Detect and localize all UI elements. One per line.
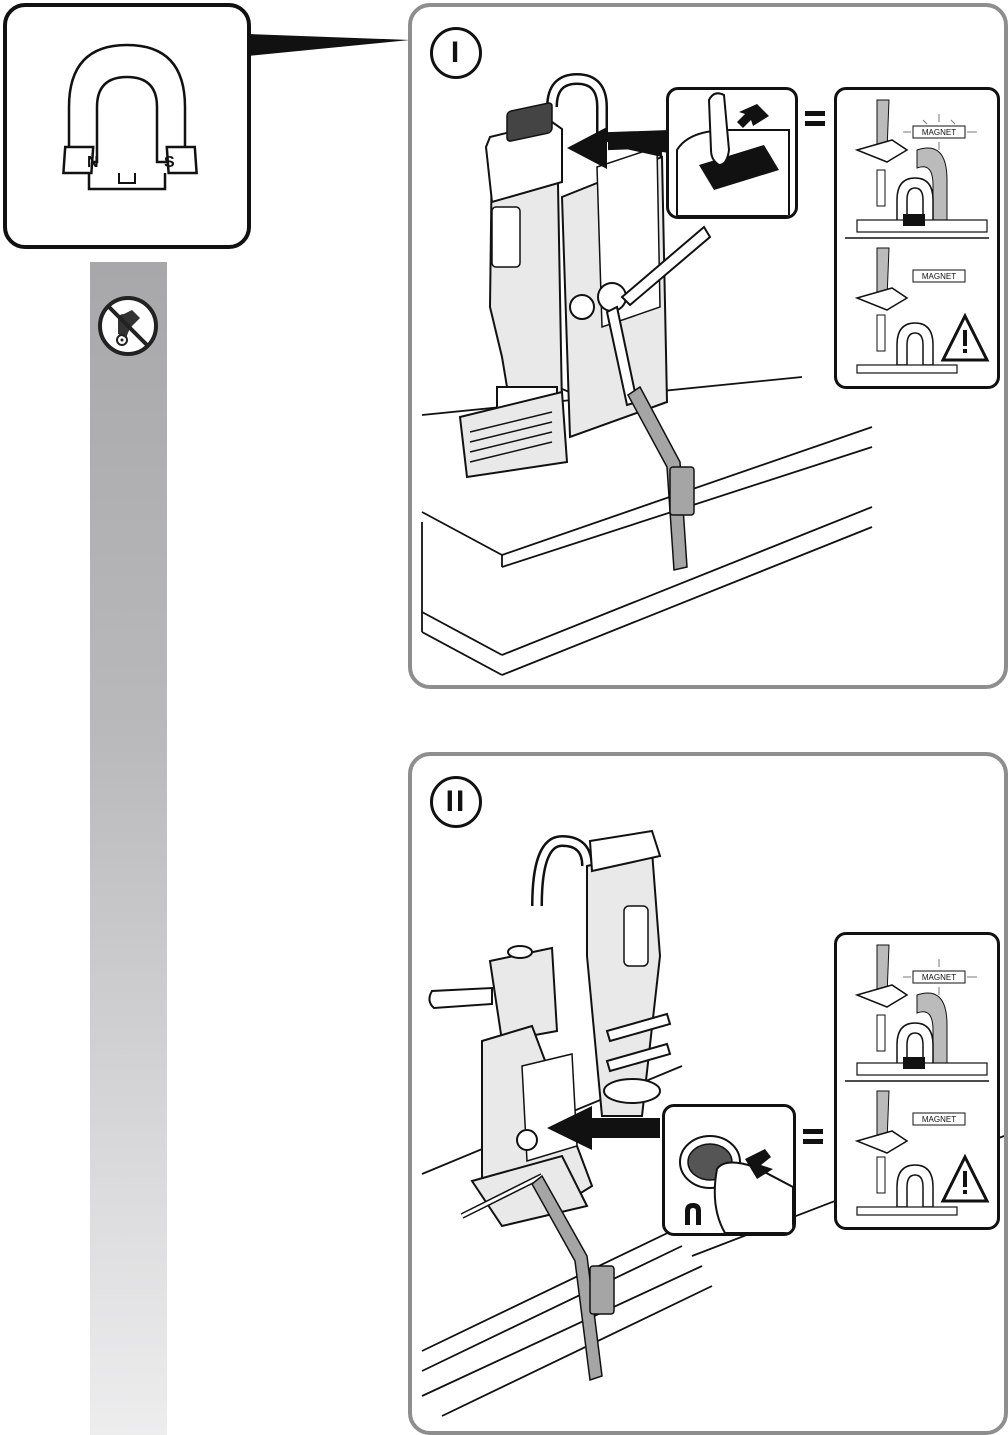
warning-triangle-icon [940, 312, 990, 362]
step-2-indicator-ok-drawing [854, 944, 988, 1076]
step-1-panel: I [408, 3, 1008, 689]
step-1-indicator-bottom-label: MAGNET [922, 272, 956, 281]
step-2-equals-sign [803, 1129, 823, 1145]
step-2-indicator-warning-drawing [854, 1090, 966, 1216]
no-hand-contact-icon [96, 294, 160, 358]
step-2-number: II [430, 776, 482, 828]
step-2-panel: II [408, 752, 1008, 1435]
step-2-indicator-top-label: MAGNET [922, 973, 956, 982]
sidebar-strip [90, 262, 167, 1435]
step-1-equals-sign [805, 111, 825, 127]
magnet-symbol-box: N S [3, 3, 251, 249]
warning-triangle-icon [940, 1153, 990, 1203]
step-1-drill-illustration [412, 7, 1004, 685]
south-pole-label: S [164, 154, 175, 171]
callout-leader [248, 30, 413, 60]
step-1-press-inset [666, 87, 798, 219]
step-1-indicator-top-label: MAGNET [922, 128, 956, 137]
step-2-press-inset [662, 1104, 796, 1236]
magnet-button-icon [685, 1203, 701, 1225]
step-1-indicator-inset: MAGNET MAGNET [834, 87, 1000, 389]
north-pole-label: N [87, 154, 99, 171]
step-2-indicator-bottom-label: MAGNET [922, 1115, 956, 1124]
step-2-drill-illustration [412, 756, 1004, 1431]
step-2-indicator-inset: MAGNET MAGNET [834, 932, 1000, 1230]
step-2-number-text: II [445, 785, 467, 818]
step-1-number-text: I [450, 36, 462, 69]
step-1-indicator-ok-drawing [854, 99, 988, 233]
step-1-indicator-warning-drawing [854, 247, 966, 374]
step-1-number: I [430, 27, 482, 79]
